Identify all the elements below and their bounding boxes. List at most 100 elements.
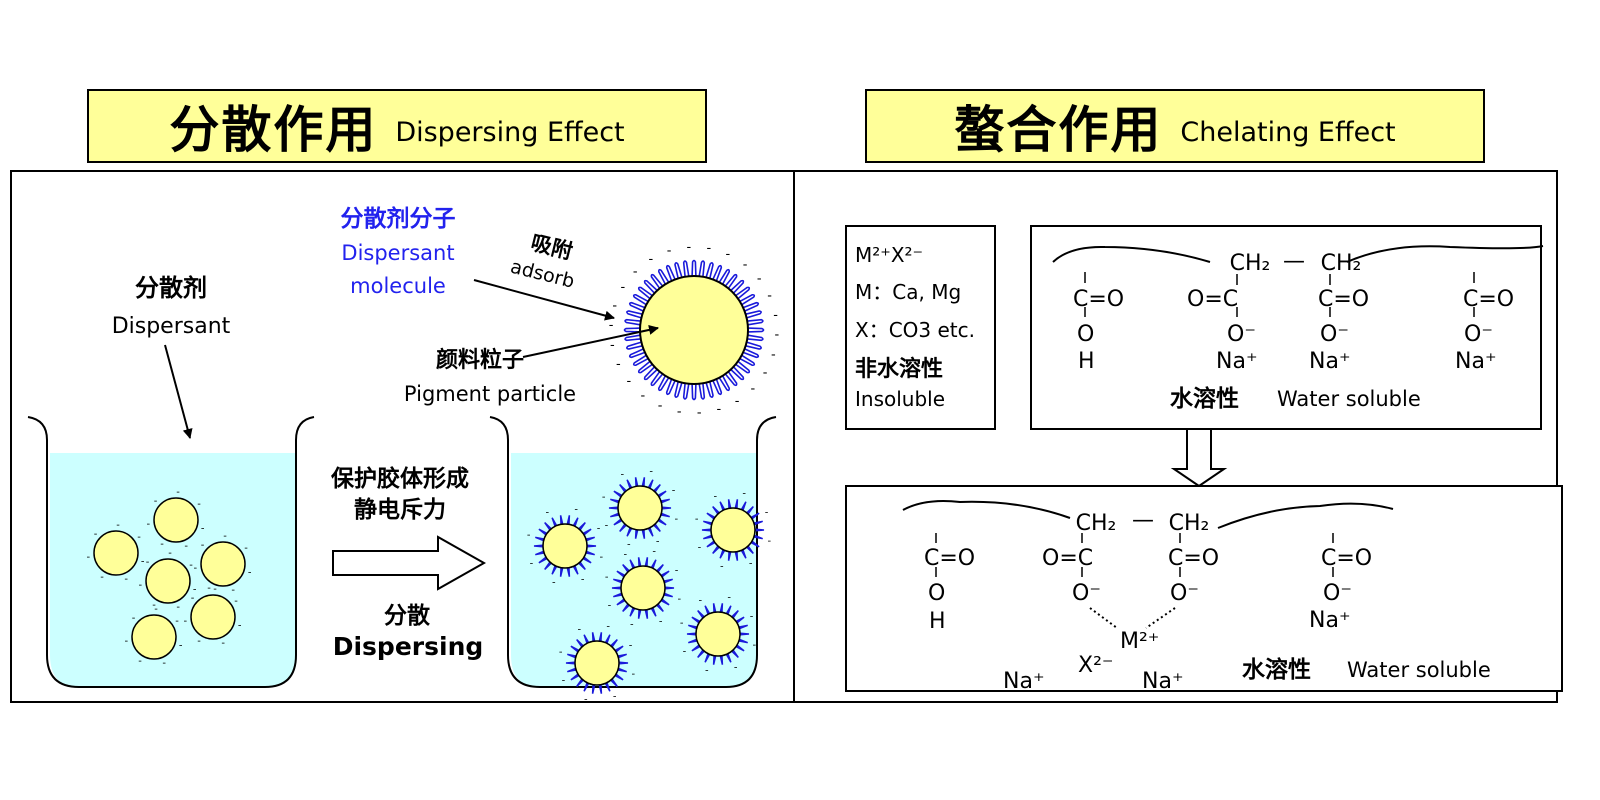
salt-metal-note: M：Ca, Mg [855,280,961,304]
negative-charge: - [602,492,606,503]
carboxyl-group: C=O [1318,287,1369,312]
dispersant-chains [608,477,672,539]
mechanism-line-1: 保护胶体形成 [330,465,469,492]
negative-charge: - [154,496,158,507]
negative-charge: - [146,557,150,568]
negative-charge: - [626,374,631,389]
negative-charge: - [599,552,603,563]
sodium-ion: Na⁺ [1142,669,1184,694]
salt-anion-note: X：CO3 etc. [855,318,975,342]
negative-charge: - [608,601,612,612]
negative-charge: - [750,611,754,622]
negative-charge: - [176,602,180,613]
negative-charge: - [658,399,663,414]
negative-charge: - [137,532,141,543]
pigment-particle: ------- [138,548,196,613]
negative-charge: - [767,536,771,547]
negative-charge: - [765,507,769,518]
negative-charge: - [124,636,128,647]
negative-charge: - [191,593,195,604]
undispersed-particles: ----------------------------------------… [86,487,251,669]
sodium-ion: Na⁺ [1309,349,1351,374]
negative-charge: - [605,521,609,532]
dispersant-label-cn: 分散剂 [135,274,207,302]
negative-charge: - [100,572,104,583]
carboxyl-group: C=O [1321,546,1372,571]
negative-charge: - [720,561,724,572]
negative-charge: - [659,617,663,628]
coated-pigment-particle: -------- [602,467,679,551]
negative-charge: - [183,616,187,627]
salt-formula: M²⁺X²⁻ [855,243,923,267]
negative-charge: - [621,280,626,295]
negative-charge: - [244,543,248,554]
negative-charge: - [674,514,678,525]
dispersant-chains [533,515,597,577]
dispersant-chains [701,499,765,561]
negative-charge: - [683,647,687,658]
adsorb-label-cn: 吸附 [528,230,575,263]
molecule-label-en-2: molecule [350,274,446,298]
insoluble-salt-box [845,225,996,430]
negative-charge: - [633,264,638,279]
negative-charge: - [141,556,145,567]
dispersed-particles: ----------------------------------------… [527,467,772,706]
negative-charge: - [248,567,252,578]
negative-charge: - [641,388,646,403]
negative-charge: - [597,523,601,534]
negative-charge: - [627,539,631,550]
negative-charge: - [656,537,660,548]
negative-charge: - [201,540,205,551]
ch2-group: CH₂ [1169,511,1210,536]
ch2-bond: — [1132,508,1154,533]
insoluble-label-en: Insoluble [855,387,945,411]
sodium-ion: Na⁺ [1216,349,1258,374]
hydrogen-atom: H [1078,349,1095,374]
negative-charge: - [179,640,183,651]
coated-pigment-particle: -------- [680,593,757,677]
negative-charge: - [223,531,227,542]
negative-charge: - [184,541,188,552]
pigment-label-en: Pigment particle [404,382,576,406]
negative-charge: - [175,616,179,627]
oxygen-atom: O [928,581,945,606]
insoluble-label-cn: 非水溶性 [855,356,943,382]
dispersing-title-cn: 分散作用 [169,101,378,159]
coated-pigment-particle: -------- [527,505,604,589]
negative-charge: - [726,247,731,262]
chelation-down-arrow [1170,428,1228,488]
negative-charge: - [742,489,746,500]
pigment-label-cn: 颜料粒子 [436,347,524,373]
soluble-label-en-top: Water soluble [1277,387,1421,411]
carboxyl-group: O=C [1187,287,1238,312]
dispersant-label-en: Dispersant [112,314,231,339]
negative-charge: - [193,563,197,574]
carboxylate-oxygen: O⁻ [1227,322,1256,347]
negative-charge: - [713,491,717,502]
negative-charge: - [234,596,238,607]
sodium-ion: Na⁺ [1309,608,1351,633]
negative-charge: - [231,585,235,596]
negative-charge: - [138,656,142,667]
negative-charge: - [94,529,98,540]
negative-charge: - [629,640,633,651]
negative-charge: - [189,560,193,571]
carboxyl-group: C=O [924,546,975,571]
carboxylate-oxygen: O⁻ [1464,322,1493,347]
negative-charge: - [176,487,180,498]
carboxyl-group: C=O [1073,287,1124,312]
negative-charge: - [743,258,748,273]
negative-charge: - [680,618,684,629]
free-anion: X²⁻ [1078,653,1114,678]
ch2-group: CH₂ [1076,511,1117,536]
negative-charge: - [652,547,656,558]
negative-charge: - [197,636,201,647]
negative-charge: - [767,289,772,304]
negative-charge: - [574,505,578,516]
negative-charge: - [649,467,653,478]
negative-charge: - [616,357,621,372]
pigment-particle: ------- [183,584,241,649]
negative-charge: - [605,572,609,583]
negative-charge: - [86,552,90,563]
